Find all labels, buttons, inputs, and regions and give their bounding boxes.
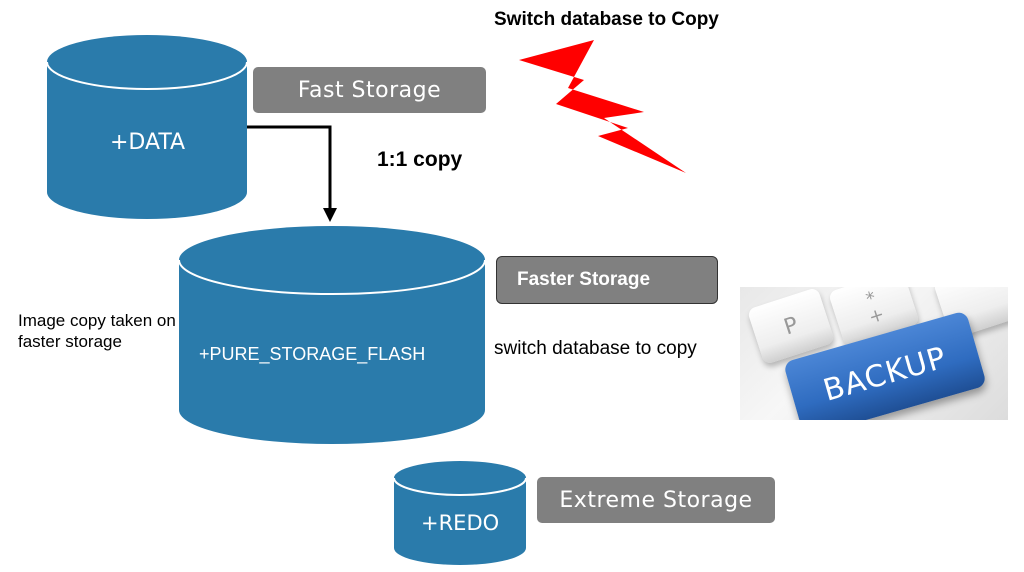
switch-note: switch database to copy [494, 338, 697, 359]
pure-storage-cylinder [178, 226, 486, 444]
extreme-storage-box: Extreme Storage [537, 477, 775, 523]
faster-storage-label: Faster Storage [517, 269, 651, 290]
copy-arrow [247, 125, 337, 222]
extreme-storage-label: Extreme Storage [559, 487, 753, 513]
redo-cylinder [393, 461, 527, 565]
fast-storage-box: Fast Storage [253, 67, 486, 113]
faster-storage-box: Faster Storage [496, 256, 718, 304]
data-cylinder [46, 35, 248, 219]
lightning-bolt-icon [519, 40, 686, 173]
p-key-label: P [780, 312, 802, 340]
copy-label: 1:1 copy [377, 148, 463, 171]
fast-storage-label: Fast Storage [297, 77, 442, 103]
data-cylinder-label: +DATA [110, 130, 186, 155]
redo-cylinder-label: +REDO [421, 511, 500, 535]
backup-keyboard-image: P * + BACKUP [740, 287, 1008, 420]
image-copy-note: Image copy taken on faster storage [18, 311, 176, 351]
backup-key-label: BACKUP [819, 339, 951, 409]
diagram-title: Switch database to Copy [494, 9, 719, 30]
pure-cylinder-label: +PURE_STORAGE_FLASH [199, 344, 426, 364]
plus-key-bottom-label: + [866, 303, 888, 329]
